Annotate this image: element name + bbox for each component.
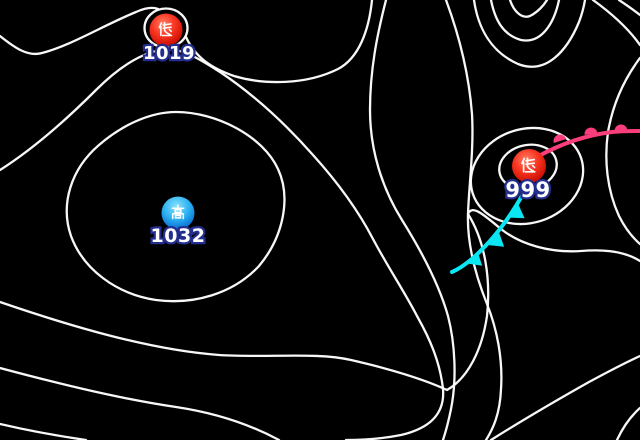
isobar-line	[0, 366, 281, 440]
isobar-line	[0, 209, 640, 392]
isobar-ring-low-1019	[143, 7, 189, 49]
high-marker-1032[interactable]: 1032	[148, 196, 207, 249]
cold-front-triangles	[465, 204, 525, 266]
warm-front	[535, 124, 640, 159]
isobar-line	[615, 406, 640, 440]
cold-front	[450, 192, 525, 274]
high-pressure-value: 1032	[151, 225, 206, 247]
isobar-line	[489, 354, 640, 440]
low-symbol-glyph	[521, 157, 536, 173]
low-symbol-glyph	[158, 21, 173, 37]
isobar-line	[617, 0, 640, 17]
low-pressure-value: 999	[505, 178, 550, 202]
isobar-line	[472, 0, 587, 68]
high-symbol-glyph	[171, 204, 185, 220]
low-circle[interactable]	[512, 149, 546, 183]
low-marker-999[interactable]: 999	[503, 149, 552, 204]
low-marker-1019[interactable]: 1019	[141, 13, 197, 66]
isobar-line	[489, 0, 561, 42]
isobar-ring-low-999-outer	[469, 126, 585, 226]
isobar-loop-high	[65, 110, 286, 303]
isobar-line	[0, 422, 88, 440]
isobar-ring-low-999-inner	[498, 143, 558, 191]
isobar-line	[0, 6, 160, 56]
isobar-line	[368, 0, 456, 440]
low-pressure-value: 1019	[143, 43, 195, 64]
isobar-line	[0, 47, 445, 440]
low-circle[interactable]	[149, 13, 183, 47]
isobar-line	[444, 0, 503, 440]
isobar-line	[605, 56, 640, 246]
isobar-line	[508, 0, 549, 18]
warm-front-semicircles	[553, 124, 628, 144]
isobar-line	[591, 0, 640, 47]
warm-front-line	[535, 129, 640, 159]
